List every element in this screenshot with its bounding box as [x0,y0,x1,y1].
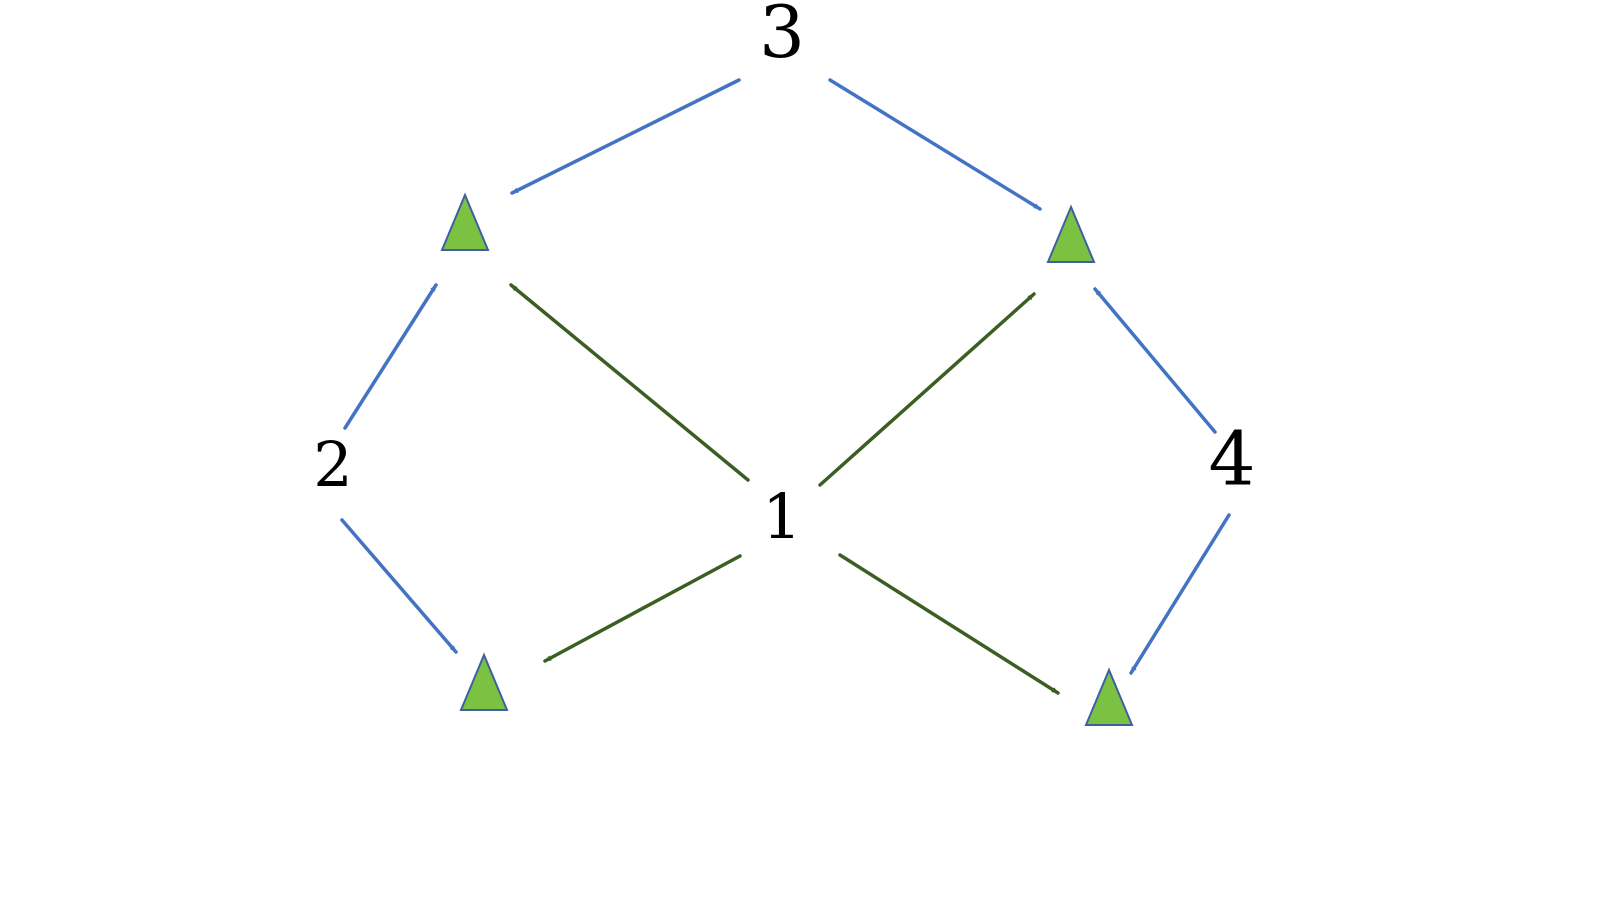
node-label-1: 1 [762,480,801,553]
arrow-n3-to-t-top-right [828,78,1042,211]
triangle-icon [1046,204,1096,263]
edges [340,78,1231,695]
arrow-n1-to-t-top-right [818,292,1036,487]
node-label-2: 2 [313,428,352,501]
arrow-n2-to-t-bottom-left [340,518,458,654]
node-label-4: 4 [1208,416,1255,502]
arrow-n1-to-t-bottom-left [543,554,742,663]
arrow-n2-to-t-top-left [343,283,438,430]
arrow-n4-to-t-bottom-right [1129,513,1231,675]
node-labels: 1 2 3 4 [313,0,1255,553]
triangle-icon [1084,667,1134,726]
arrow-n4-to-t-top-right [1093,287,1217,434]
triangle-icon [459,652,509,711]
arrow-n1-to-t-top-left [509,283,750,482]
triangle-icon [440,192,490,251]
node-label-3: 3 [759,0,805,74]
arrow-n3-to-t-top-left [510,78,741,195]
targets [440,192,1134,726]
arrow-n1-to-t-bottom-right [838,553,1060,695]
